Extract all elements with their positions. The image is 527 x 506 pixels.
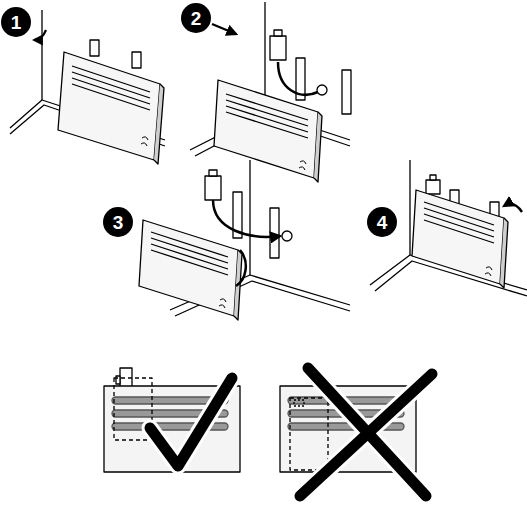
wall-corner (249, 160, 250, 275)
wall-bracket (132, 52, 141, 68)
incorrect-example (280, 368, 432, 496)
wall-corner (409, 160, 410, 255)
tilt-arrow (34, 30, 46, 40)
plug-top (209, 170, 217, 176)
step-circle: 1 (1, 7, 31, 37)
plug (426, 180, 440, 194)
cord (278, 62, 318, 95)
wall-bracket (270, 208, 279, 258)
cable-entry (282, 231, 292, 241)
plug (270, 36, 286, 60)
cord (236, 250, 246, 286)
plug-top (274, 30, 282, 36)
wall-corner (41, 10, 42, 100)
wall-bracket (342, 70, 351, 114)
cord-arrow (213, 200, 280, 237)
heater (139, 220, 242, 320)
callout-number: 4 (377, 213, 388, 232)
callout-number: 1 (11, 13, 22, 32)
plug-top (430, 175, 436, 180)
heater (412, 190, 508, 288)
wall-bracket (90, 40, 99, 56)
cable-entry (317, 85, 327, 95)
step-circle: 3 (103, 207, 133, 237)
correct-example (104, 368, 240, 472)
callout-number: 2 (191, 9, 202, 28)
tilt-arrow (504, 204, 522, 212)
plug (205, 176, 221, 200)
heater (58, 52, 164, 164)
step-circle: 2 (181, 3, 211, 33)
step-circle: 4 (367, 207, 397, 237)
direction-arrow (212, 24, 236, 34)
callout-number: 3 (113, 213, 124, 232)
